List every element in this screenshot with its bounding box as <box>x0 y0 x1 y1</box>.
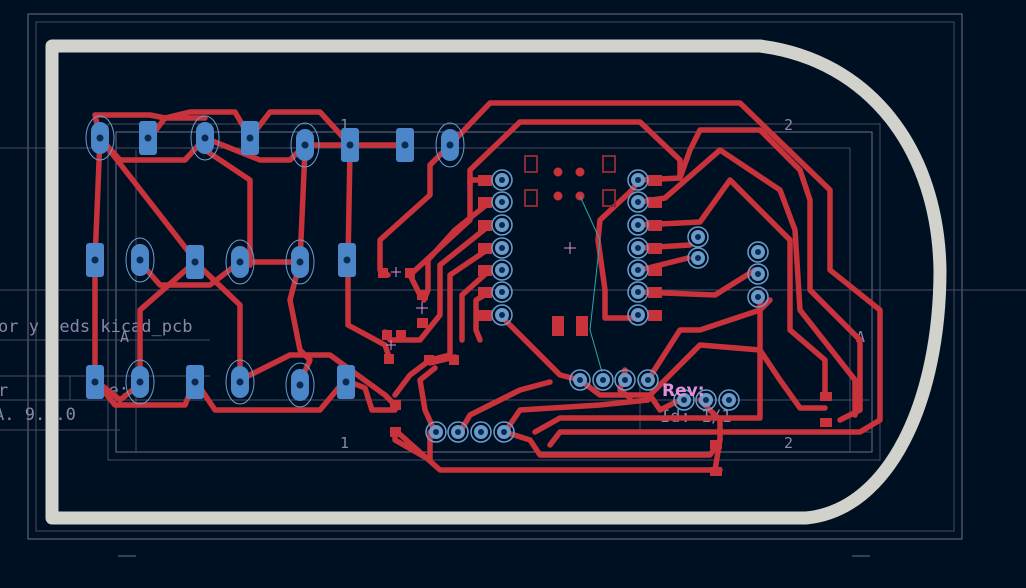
ratsnest-line <box>579 195 603 373</box>
copper-traces[interactable] <box>92 100 883 473</box>
silkscreen-rev-label: Rev: <box>662 381 705 401</box>
zone-label-left-a: A <box>120 328 129 346</box>
smd-pads[interactable] <box>378 155 832 476</box>
title-block-size: r <box>0 381 8 401</box>
component-outline <box>602 189 616 207</box>
zone-label-top-2: 2 <box>784 116 793 134</box>
zone-label-bottom-1: 1 <box>340 434 349 452</box>
component-outline <box>602 155 616 173</box>
component-outline <box>524 155 538 173</box>
origin-crosshairs <box>386 242 576 350</box>
title-block-kicad-version: A. 9.0.0 <box>0 405 76 425</box>
board-edge-outline[interactable] <box>45 39 947 525</box>
zone-label-top-1: 1 <box>340 116 349 134</box>
zone-label-bottom-2: 2 <box>784 434 793 452</box>
component-outline <box>524 189 538 207</box>
